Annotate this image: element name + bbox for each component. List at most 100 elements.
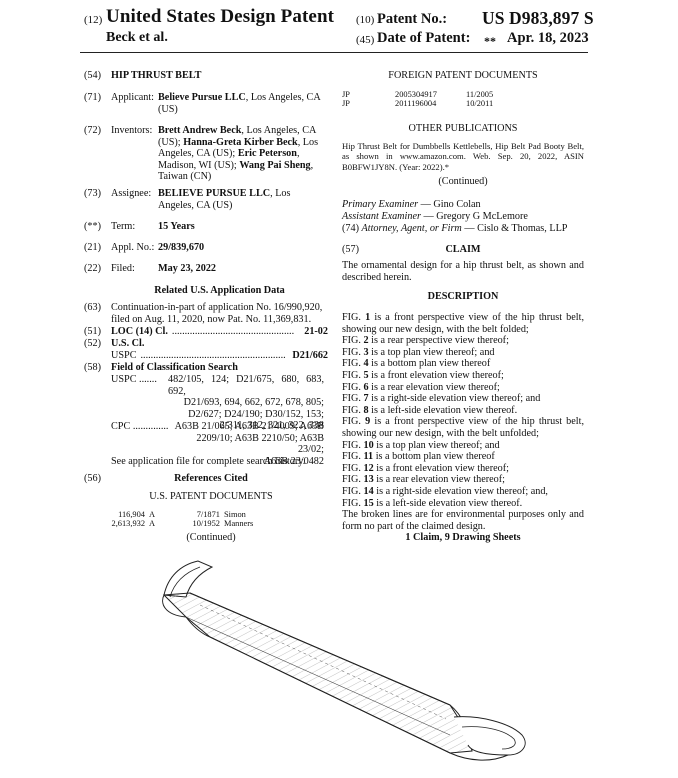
assignee-location-2: Angeles, CA (US) bbox=[158, 199, 233, 211]
field-uspc-text: USPC bbox=[111, 374, 137, 385]
fig-text: is a right-side elevation view thereof; … bbox=[373, 485, 548, 497]
pad-center-seam bbox=[185, 616, 451, 736]
fig-text: FIG. bbox=[342, 462, 364, 474]
assignee-label: Assignee: bbox=[111, 188, 152, 199]
code-52: (52) bbox=[84, 338, 101, 349]
loc-classification: LOC (14) Cl. ...........................… bbox=[111, 326, 328, 338]
fig-text: FIG. bbox=[342, 474, 364, 486]
fig-text: FIG. bbox=[342, 369, 364, 381]
loc-label: LOC (14) Cl. bbox=[111, 326, 168, 337]
fig-number: 14 bbox=[363, 485, 374, 497]
foreign-doc-country: JP bbox=[342, 99, 350, 108]
inventors-block: Brett Andrew Beck, Los Angeles, CA (US);… bbox=[158, 125, 333, 183]
fig-description: FIG. 13 is a rear elevation view thereof… bbox=[342, 474, 584, 486]
us-doc-date: 10/1952 bbox=[192, 519, 220, 528]
loc-value: 21-02 bbox=[304, 326, 328, 337]
fig-text: is a right-side elevation view thereof; … bbox=[368, 393, 541, 405]
continuation-line-1: Continuation-in-part of application No. … bbox=[111, 302, 323, 313]
field-uspc-label: USPC ....... bbox=[111, 374, 157, 386]
us-doc-number: 2,613,932 bbox=[111, 519, 146, 528]
claims-sheets-count: 1 Claim, 9 Drawing Sheets bbox=[405, 532, 521, 543]
patent-title: HIP THRUST BELT bbox=[111, 70, 202, 81]
patent-date: Apr. 18, 2023 bbox=[507, 30, 589, 46]
code-71: (71) bbox=[84, 92, 101, 103]
fig-text: FIG. bbox=[342, 358, 364, 370]
fig-description: FIG. 2 is a rear perspective view thereo… bbox=[342, 335, 584, 347]
assignee-location: , Los bbox=[270, 188, 291, 199]
us-doc-kind: A bbox=[149, 519, 156, 528]
code-12: (12) bbox=[84, 14, 103, 26]
us-doc-date: 7/1871 bbox=[196, 510, 220, 519]
fig-text: FIG. bbox=[342, 393, 364, 405]
continuation-text: Continuation-in-part of application No. … bbox=[111, 302, 331, 325]
fig-text: FIG. bbox=[342, 381, 364, 393]
inventor-1-location: , Los Angeles, CA bbox=[241, 125, 317, 136]
fig-description: FIG. 6 is a rear elevation view thereof; bbox=[342, 382, 584, 394]
fig-description: FIG. 14 is a right-side elevation view t… bbox=[342, 486, 584, 498]
code-21: (21) bbox=[84, 242, 101, 253]
fig-description: FIG. 1 is a front perspective view of th… bbox=[342, 312, 584, 335]
uspc-classification: USPC ...................................… bbox=[111, 350, 328, 362]
assignee-name: BELIEVE PURSUE LLC bbox=[158, 188, 271, 199]
fig-text: FIG. bbox=[342, 485, 364, 497]
assistant-examiner-name: — Gregory G McLemore bbox=[420, 211, 528, 222]
fig-text: FIG. bbox=[342, 451, 364, 463]
pad-top-edge bbox=[189, 592, 451, 706]
field-search-label: Field of Classification Search bbox=[111, 362, 238, 373]
term-value: 15 Years bbox=[158, 221, 195, 232]
foreign-doc-number: 2005304917 bbox=[395, 90, 437, 99]
fig-description: FIG. 8 is a left-side elevation view the… bbox=[342, 405, 584, 417]
fig-number: 2 bbox=[363, 335, 369, 347]
inventor-3-prefix: Angeles, CA (US); bbox=[158, 148, 238, 160]
foreign-doc-row: JP 2005304917 11/2005 bbox=[342, 90, 502, 100]
date-label: Date of Patent: bbox=[377, 30, 471, 46]
us-doc-name: Simon bbox=[224, 510, 246, 519]
code-51: (51) bbox=[84, 326, 101, 337]
fig-text: is a front perspective view of the hip t… bbox=[342, 416, 584, 439]
related-heading: Related U.S. Application Data bbox=[154, 285, 285, 296]
us-doc-kind: A bbox=[149, 510, 156, 519]
uspc-value: D21/662 bbox=[292, 350, 328, 361]
fig-text: FIG. bbox=[342, 404, 364, 416]
fig-number: 6 bbox=[363, 381, 369, 393]
fig-text: FIG. bbox=[342, 346, 364, 358]
appl-number: 29/839,670 bbox=[158, 242, 205, 253]
inventor-2-prefix: (US); bbox=[158, 136, 184, 148]
cpc-line-1: A63B 21/065; A63B 21/4009; A63B bbox=[174, 421, 324, 432]
applicant-location: , Los Angeles, CA bbox=[245, 92, 321, 103]
right-loop-inner bbox=[461, 726, 516, 750]
fig-text: is a top plan view thereof; and bbox=[368, 346, 495, 358]
code-72: (72) bbox=[84, 125, 101, 136]
fig-text: is a front elevation view thereof; bbox=[373, 462, 509, 474]
fig-description: FIG. 10 is a top plan view thereof; and bbox=[342, 440, 584, 452]
inventor-short: Beck et al. bbox=[106, 30, 168, 45]
attorney-label: Attorney, Agent, or Firm bbox=[361, 223, 462, 234]
fig-text: is a bottom plan view thereof bbox=[368, 358, 491, 370]
other-publication-text: Hip Thrust Belt for Dumbbells Kettlebell… bbox=[342, 141, 584, 172]
fig-description: FIG. 15 is a left-side elevation view th… bbox=[342, 498, 584, 510]
cpc-dots: .............. bbox=[132, 421, 169, 432]
code-57: (57) bbox=[342, 244, 359, 255]
fig-number: 9 bbox=[365, 416, 371, 428]
us-doc-name: Manners bbox=[224, 519, 254, 528]
left-loop-inner bbox=[169, 566, 201, 598]
code-58: (58) bbox=[84, 362, 101, 373]
date-stars: ** bbox=[484, 34, 496, 48]
assistant-examiner: Assistant Examiner — Gregory G McLemore bbox=[342, 211, 528, 223]
fig-description: FIG. 5 is a front elevation view thereof… bbox=[342, 370, 584, 382]
foreign-doc-number: 2011196004 bbox=[395, 99, 437, 108]
code-54: (54) bbox=[84, 70, 101, 81]
fig-description: FIG. 7 is a right-side elevation view th… bbox=[342, 393, 584, 405]
primary-examiner-name: — Gino Colan bbox=[418, 199, 481, 210]
cpc-values: A63B 21/065; A63B 21/4009; A63B 2209/10;… bbox=[174, 421, 324, 467]
left-loop-outer bbox=[163, 560, 214, 598]
cpc-label: CPC .............. bbox=[111, 421, 168, 433]
applicant-country: (US) bbox=[158, 103, 178, 115]
us-doc-row: 116,904 A 7/1871 Simon bbox=[100, 510, 246, 520]
fig-text: is a bottom plan view thereof bbox=[373, 451, 495, 463]
uspc-label: USPC bbox=[111, 350, 137, 361]
continuation-line-2: filed on Aug. 11, 2020, now Pat. No. 11,… bbox=[111, 313, 312, 325]
foreign-doc-date: 10/2011 bbox=[466, 99, 494, 108]
assignee-block: BELIEVE PURSUE LLC, Los Angeles, CA (US) bbox=[158, 188, 328, 211]
us-patent-docs-heading: U.S. PATENT DOCUMENTS bbox=[149, 491, 273, 502]
